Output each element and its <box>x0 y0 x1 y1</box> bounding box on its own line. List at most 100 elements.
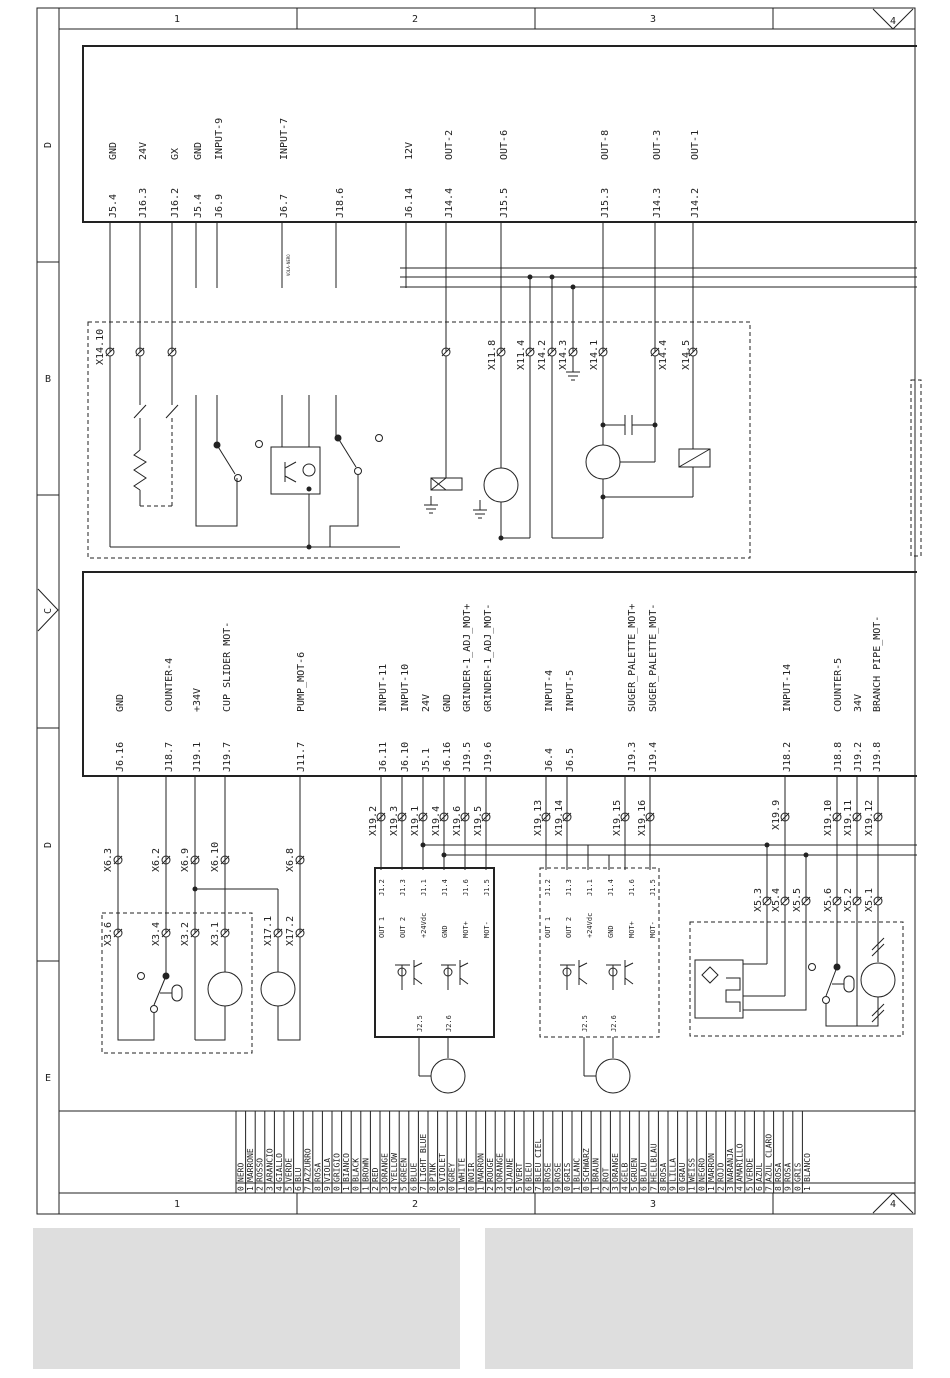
pin-label: J6.5 <box>565 748 576 772</box>
legend-code: 4 <box>621 1186 630 1191</box>
terminal-label: X19.9 <box>771 800 782 830</box>
top-internal-circuit <box>109 356 711 550</box>
legend-code: 0 <box>563 1186 572 1191</box>
legend-color-name: JAUNE <box>505 1158 514 1182</box>
signal-label: OUT-6 <box>499 130 510 160</box>
module-label: OUT 2 <box>565 917 573 938</box>
legend-code: 8 <box>544 1186 553 1191</box>
signal-label: GRINDER-1_ADJ_MOT+ <box>462 604 473 712</box>
signal-label: INPUT-7 <box>279 118 290 160</box>
pin-label: J14.4 <box>444 188 455 218</box>
signal-label: GX <box>170 148 181 160</box>
legend-color-name: WEISS <box>688 1158 697 1182</box>
col-label: 4 <box>890 16 896 27</box>
legend-color-name: ROSA <box>313 1163 322 1182</box>
legend-code: 0 <box>467 1186 476 1191</box>
legend-color-name: BLANCO <box>803 1153 812 1182</box>
legend-color-name: NOIR <box>467 1163 476 1182</box>
pin-label: J18.7 <box>164 742 175 772</box>
legend-color-name: ROSE <box>553 1163 562 1182</box>
legend-color-name: BLEU <box>525 1163 534 1182</box>
terminal-label: X14.10 <box>95 329 106 365</box>
module-label: MOT+ <box>628 921 636 938</box>
row-label: E <box>45 1073 51 1084</box>
legend-code: 8 <box>774 1186 783 1191</box>
pin-label: J6.16 <box>115 742 126 772</box>
legend-code: 5 <box>515 1186 524 1191</box>
col-label: 3 <box>650 1199 656 1210</box>
legend-code: 1 <box>803 1186 812 1191</box>
terminal-label: X19.16 <box>637 800 648 836</box>
legend-code: 4 <box>505 1186 514 1191</box>
pin-label: J6.11 <box>378 742 389 772</box>
terminal-label: X19.15 <box>612 800 623 836</box>
row-label: C <box>43 608 54 614</box>
legend-code: 1 <box>688 1186 697 1191</box>
signal-label: INPUT-10 <box>400 664 411 712</box>
bottom-board-signals: GND COUNTER-4 +34V CUP SLIDER MOT- PUMP_… <box>115 604 883 712</box>
legend-color-name: GIALLO <box>275 1153 284 1182</box>
row-label: B <box>45 374 51 385</box>
module-pin: J1.6 <box>628 879 636 896</box>
terminal-label: X6.10 <box>210 842 221 872</box>
module-label: OUT 2 <box>399 917 407 938</box>
legend-code: 4 <box>390 1186 399 1191</box>
signal-label: COUNTER-5 <box>833 658 844 712</box>
module-pin: J1.1 <box>586 879 594 896</box>
legend-color-name: ROJO <box>717 1163 726 1182</box>
legend-color-name: BLUE <box>409 1163 418 1182</box>
signal-label: GND <box>108 142 119 160</box>
legend-color-name: BLANC <box>573 1158 582 1182</box>
terminal-label: X19.12 <box>864 800 875 836</box>
signal-label: GRINDER-1_ADJ_MOT- <box>483 604 494 712</box>
module-pin: J2.6 <box>610 1015 618 1032</box>
pin-label: J6.10 <box>400 742 411 772</box>
legend-code: 2 <box>371 1186 380 1191</box>
pin-label: J6.4 <box>544 748 555 772</box>
legend-code: 7 <box>419 1186 428 1191</box>
pin-label: J19.4 <box>648 742 659 772</box>
legend-color-name: BIANCO <box>342 1153 351 1182</box>
legend-code: 2 <box>717 1186 726 1191</box>
lower-terminal-labels: X3.6 X3.4 X3.2 X3.1 X17.1 X17.2 X5.3 X5.… <box>103 888 875 946</box>
signal-label: BRANCH PIPE_MOT- <box>872 616 883 712</box>
legend-code: 0 <box>333 1186 342 1191</box>
pin-label: J19.7 <box>222 742 233 772</box>
legend-color-name: GRIGIO <box>333 1153 342 1182</box>
legend-code: 2 <box>601 1186 610 1191</box>
terminal-label: X5.4 <box>771 888 782 912</box>
terminal-label: X14.4 <box>658 340 669 370</box>
terminal-label: X5.3 <box>753 888 764 912</box>
legend-color-name: ARANCIO <box>265 1148 274 1182</box>
legend-code: 9 <box>669 1186 678 1191</box>
legend-color-name: ROUGE <box>486 1158 495 1182</box>
signal-label: GND <box>442 694 453 712</box>
terminal-label: X19.4 <box>431 806 442 836</box>
col-label: 1 <box>174 14 180 25</box>
legend-code: 9 <box>553 1186 562 1191</box>
legend-color-name: VERDE <box>285 1158 294 1182</box>
top-module-box <box>87 321 922 559</box>
signal-label: OUT-2 <box>444 130 455 160</box>
legend-code: 0 <box>352 1186 361 1191</box>
legend-code: 9 <box>323 1186 332 1191</box>
col-label: 1 <box>174 1199 180 1210</box>
legend-color-name: NERO <box>237 1163 246 1182</box>
module-pin: J2.5 <box>416 1015 424 1032</box>
terminal-label: X19.10 <box>823 800 834 836</box>
terminal-label: X19.5 <box>473 806 484 836</box>
bottom-board <box>82 571 917 777</box>
legend-color-name: LIGHT BLUE <box>419 1134 428 1182</box>
bottom-terminal-labels: X6.3 X6.2 X6.9 X6.10 X6.8 X19.2 X19.3 X1… <box>103 800 875 872</box>
legend-color-name: BRAUN <box>592 1158 601 1182</box>
pin-label: J6.14 <box>404 188 415 218</box>
terminal-label: X14.2 <box>537 340 548 370</box>
module-label: +24Vdc <box>586 913 594 938</box>
legend-color-name: VERDE <box>745 1158 754 1182</box>
legend-color-name: GREEN <box>400 1158 409 1182</box>
terminal-label: X14.1 <box>589 340 600 370</box>
terminal-label: X6.9 <box>180 848 191 872</box>
lower-left-devices <box>101 912 301 1054</box>
title-block-right <box>485 1228 913 1369</box>
legend-color-name: AZUL CLARO <box>765 1134 774 1182</box>
